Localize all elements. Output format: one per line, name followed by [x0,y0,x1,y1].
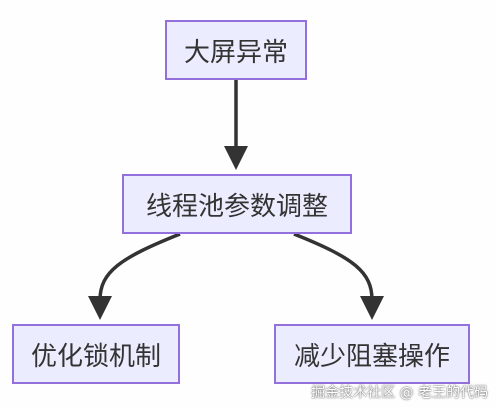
node-optimize-lock: 优化锁机制 [12,324,180,384]
node-label: 减少阻塞操作 [293,341,450,372]
arrowhead-left [88,296,112,320]
edge-middle-to-right [293,232,374,301]
node-label: 优化锁机制 [30,341,161,372]
edge-middle-to-left [98,232,181,301]
arrowhead-right [360,296,384,320]
arrowhead-middle [224,146,248,170]
node-screen-anomaly: 大屏异常 [165,20,307,80]
watermark: 掘金技术社区 @ 老王的代码 [311,385,488,401]
node-label: 线程池参数调整 [145,191,328,222]
node-thread-pool-tuning: 线程池参数调整 [122,174,352,234]
node-reduce-blocking: 减少阻塞操作 [274,324,470,384]
node-label: 大屏异常 [183,37,288,68]
